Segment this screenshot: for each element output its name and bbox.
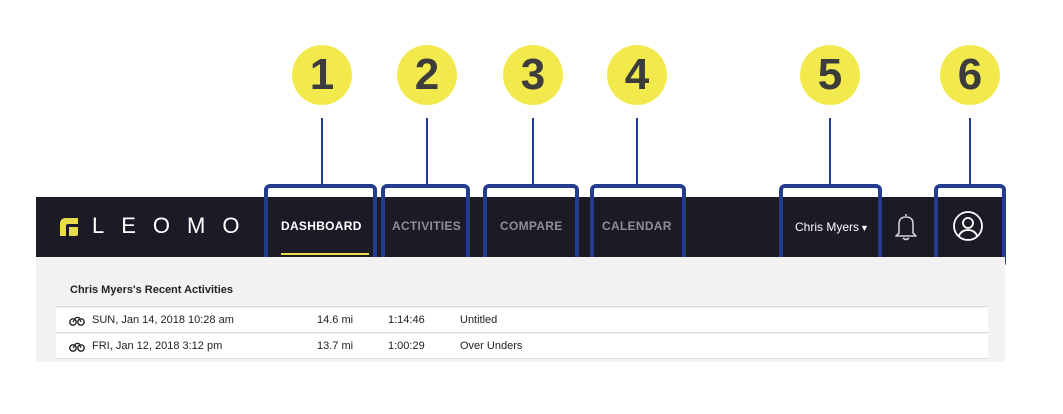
bike-icon: [69, 342, 85, 352]
callout-box-dashboard: [264, 184, 377, 268]
activity-date: FRI, Jan 12, 2018 3:12 pm: [92, 340, 223, 352]
recent-activities-panel: Chris Myers's Recent Activities SUN, Jan…: [36, 257, 1005, 362]
callout-box-user-menu: [779, 184, 882, 268]
activity-duration: 1:00:29: [388, 340, 425, 352]
activity-name: Untitled: [460, 314, 498, 326]
activity-distance: 13.7 mi: [317, 340, 354, 352]
nav-calendar[interactable]: CALENDAR: [602, 219, 672, 233]
activity-date: SUN, Jan 14, 2018 10:28 am: [92, 314, 234, 326]
callout-box-calendar: [590, 184, 686, 268]
callout-badge-2: 2: [397, 45, 457, 105]
activity-duration: 1:14:46: [388, 314, 425, 326]
activity-name: Over Unders: [460, 340, 523, 352]
activity-distance: 14.6 mi: [317, 314, 354, 326]
nav-dashboard[interactable]: DASHBOARD: [281, 219, 362, 233]
callout-leader-2: [426, 118, 428, 186]
callout-leader-5: [829, 118, 831, 186]
user-name: Chris Myers: [795, 220, 860, 234]
divider: [56, 332, 988, 333]
nav-activities[interactable]: ACTIVITIES: [392, 219, 462, 233]
callout-leader-3: [532, 118, 534, 186]
top-navbar: LEOMO DASHBOARD ACTIVITIES COMPARE CALEN…: [36, 197, 1005, 257]
leomo-logo-icon: [60, 218, 78, 236]
chevron-down-icon: ▼: [860, 223, 869, 233]
callout-badge-3: 3: [503, 45, 563, 105]
leomo-logo-text: LEOMO: [92, 213, 257, 238]
activity-row[interactable]: SUN, Jan 14, 2018 10:28 am 14.6 mi 1:14:…: [56, 308, 988, 332]
callout-leader-4: [636, 118, 638, 186]
divider: [56, 358, 988, 359]
active-tab-indicator: [281, 253, 369, 255]
divider: [56, 306, 988, 307]
nav-compare[interactable]: COMPARE: [500, 219, 563, 233]
profile-icon[interactable]: [952, 210, 984, 242]
callout-box-activities: [381, 184, 470, 268]
callout-leader-1: [321, 118, 323, 186]
bike-icon: [69, 316, 85, 326]
bell-icon[interactable]: [892, 211, 920, 241]
callout-box-profile: [934, 184, 1006, 268]
callout-leader-6: [969, 118, 971, 186]
callout-badge-5: 5: [800, 45, 860, 105]
callout-box-compare: [483, 184, 579, 268]
recent-activities-title: Chris Myers's Recent Activities: [70, 284, 233, 296]
callout-badge-1: 1: [292, 45, 352, 105]
activity-row[interactable]: FRI, Jan 12, 2018 3:12 pm 13.7 mi 1:00:2…: [56, 334, 988, 358]
user-menu-button[interactable]: Chris Myers▼: [795, 220, 869, 234]
callout-badge-6: 6: [940, 45, 1000, 105]
callout-badge-4: 4: [607, 45, 667, 105]
